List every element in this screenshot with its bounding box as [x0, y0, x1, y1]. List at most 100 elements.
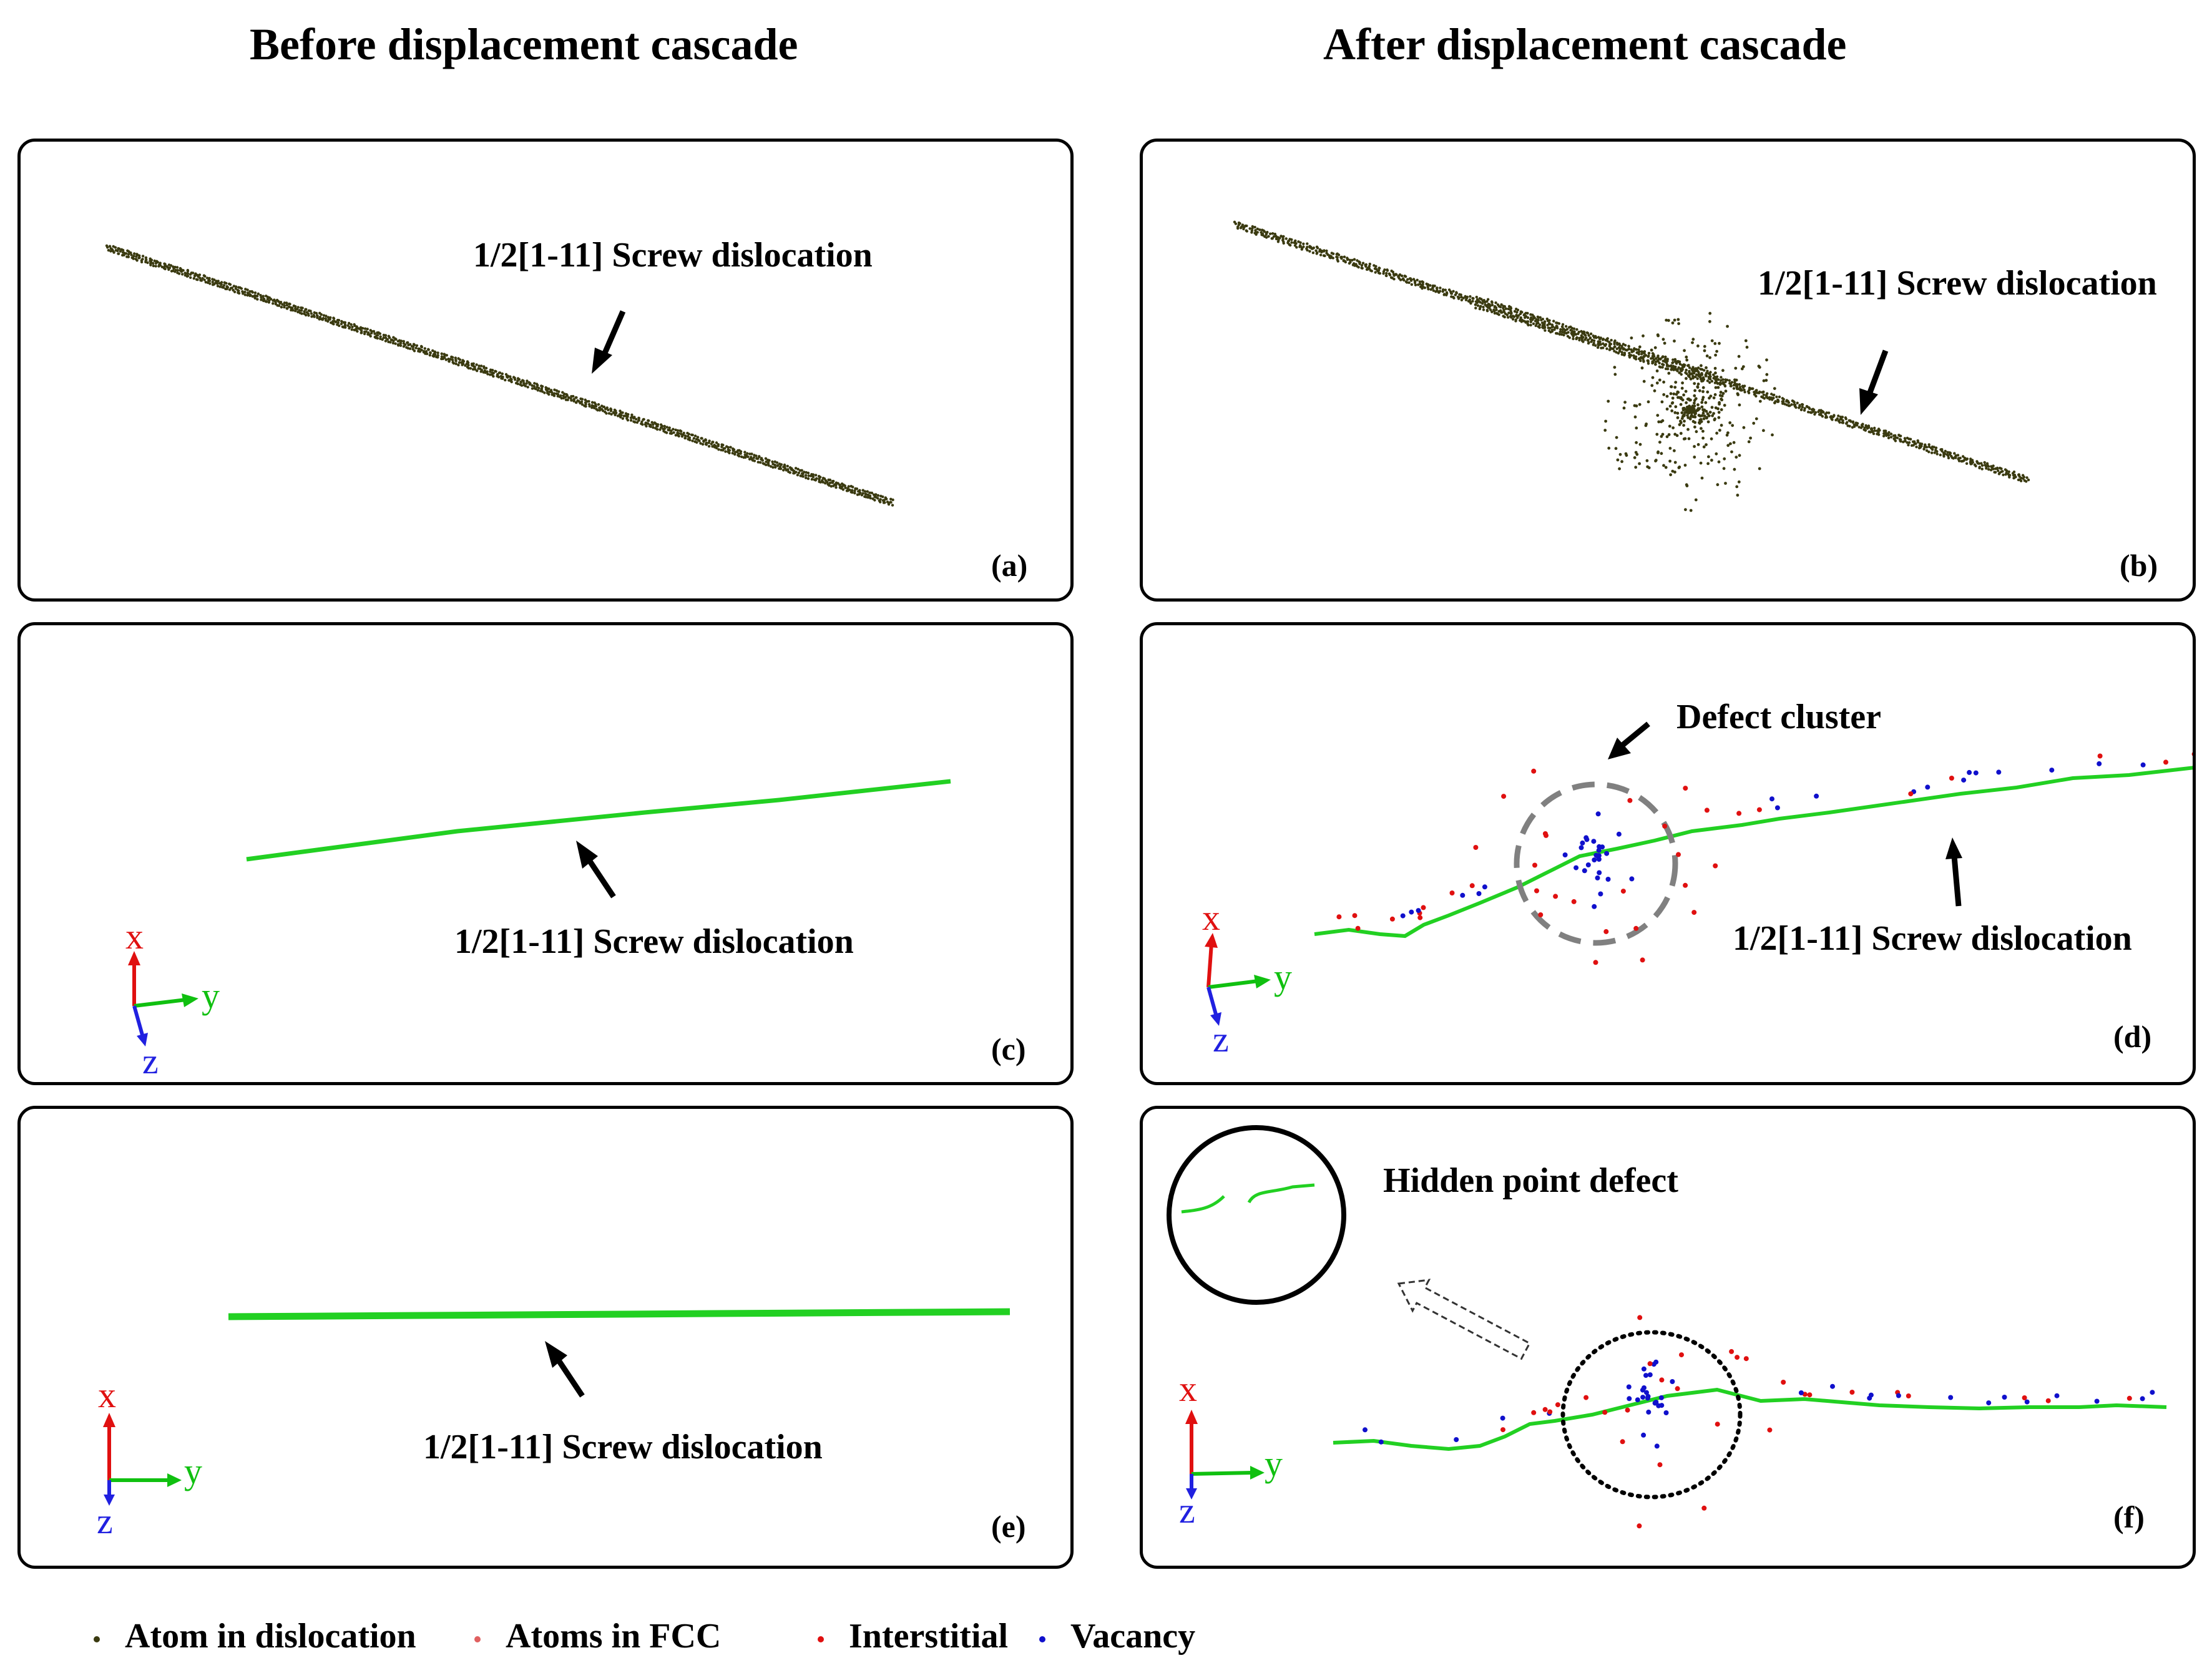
- dislocation-atom: [1831, 415, 1835, 419]
- dislocation-atom: [739, 452, 742, 455]
- dislocation-atom: [1678, 363, 1682, 366]
- cluster-atom: [1729, 442, 1732, 446]
- dislocation-atom: [1469, 301, 1472, 305]
- dislocation-atom: [743, 451, 746, 454]
- dislocation-atom: [843, 484, 846, 487]
- dislocation-atom: [1889, 436, 1893, 439]
- dislocation-atom: [217, 280, 220, 283]
- dislocation-atom: [801, 475, 805, 478]
- dislocation-atom: [1413, 281, 1417, 285]
- dislocation-atom: [647, 422, 650, 426]
- dislocation-atom: [1592, 339, 1596, 343]
- dislocation-atom: [1628, 351, 1631, 355]
- line-defect: [1949, 776, 1954, 781]
- dislocation-atom: [1855, 424, 1859, 427]
- dislocation-atom: [1578, 338, 1581, 342]
- dislocation-atom: [361, 326, 365, 330]
- vacancy-defect: [1646, 1409, 1652, 1415]
- dislocation-atom: [243, 290, 247, 294]
- dislocation-atom: [1992, 467, 1995, 471]
- dislocation-atom: [1300, 248, 1303, 251]
- cluster-atom: [1682, 393, 1685, 397]
- dislocation-atom: [580, 400, 584, 404]
- dislocation-atom: [1664, 357, 1667, 361]
- cluster-atom: [1655, 369, 1659, 373]
- dislocation-atom: [1574, 333, 1578, 336]
- dislocation-atom: [414, 346, 418, 349]
- dislocation-atom: [310, 315, 313, 318]
- dislocation-atom: [237, 289, 240, 293]
- dislocation-atom: [1308, 250, 1311, 253]
- vacancy-defect: [1592, 904, 1597, 909]
- dislocation-atom: [1431, 286, 1434, 290]
- dislocation-atom: [457, 363, 460, 367]
- panel-b: 1/2[1-11] Screw dislocation (b): [1140, 139, 2196, 602]
- dislocation-atom: [529, 382, 532, 385]
- dislocation-atom: [1961, 459, 1964, 463]
- dislocation-atom: [524, 384, 527, 388]
- dislocation-atom: [717, 448, 720, 451]
- dislocation-atom: [309, 310, 312, 313]
- dislocation-atom: [1852, 425, 1856, 428]
- cluster-atom: [1683, 419, 1686, 423]
- panel-f-label: (f): [2113, 1500, 2145, 1534]
- dislocation-atom: [1583, 331, 1586, 334]
- dislocation-atom: [1560, 333, 1564, 336]
- dislocation-atom: [1685, 372, 1688, 376]
- cluster-atom: [1704, 374, 1708, 378]
- dislocation-atom: [149, 263, 152, 266]
- cluster-atom: [1673, 386, 1677, 389]
- dislocation-atom: [1807, 411, 1810, 414]
- dislocation-atom: [1618, 349, 1622, 353]
- interstitial-defect: [1620, 1439, 1625, 1445]
- dislocation-atom: [415, 344, 419, 347]
- interstitial-defect: [1593, 960, 1598, 965]
- dislocation-atom: [240, 287, 243, 290]
- dislocation-atom: [304, 313, 308, 317]
- dislocation-atom: [1925, 449, 1929, 452]
- dislocation-atom: [844, 486, 847, 489]
- vacancy-defect: [1596, 847, 1602, 853]
- dislocation-atom: [780, 463, 783, 466]
- dislocation-atom: [692, 437, 696, 440]
- cluster-atom: [1752, 421, 1756, 425]
- dislocation-atom: [1825, 411, 1828, 414]
- interstitial-defect: [1625, 1407, 1630, 1413]
- cluster-atom: [1721, 369, 1725, 373]
- dislocation-atom: [1594, 344, 1597, 347]
- dislocation-atom: [1395, 273, 1398, 276]
- dislocation-atom: [536, 384, 539, 387]
- dislocation-atom: [132, 257, 135, 260]
- dislocation-atom: [1251, 227, 1254, 230]
- interstitial-defect: [1640, 957, 1645, 963]
- dislocation-atom: [584, 402, 587, 406]
- cluster-atom: [1607, 399, 1610, 403]
- dislocation-atom: [451, 358, 454, 362]
- dislocation-atom: [765, 463, 768, 467]
- dislocation-atom: [665, 431, 668, 434]
- cluster-atom: [1685, 484, 1689, 487]
- interstitial-defect: [1627, 797, 1633, 803]
- dislocation-atom: [434, 353, 437, 356]
- interstitial-defect: [1602, 1410, 1608, 1415]
- dislocation-atom: [1995, 467, 1999, 471]
- dislocation-atom: [761, 459, 765, 462]
- dislocation-atom: [1442, 293, 1446, 296]
- cluster-atom: [1679, 419, 1682, 423]
- dislocation-atom: [792, 469, 796, 472]
- dislocation-atom: [177, 272, 181, 275]
- dislocation-atom: [1867, 426, 1871, 429]
- vacancy-defect: [1644, 1390, 1649, 1395]
- dislocation-atom: [1543, 322, 1546, 326]
- dislocation-atom: [750, 456, 753, 459]
- dislocation-atom: [1520, 311, 1524, 314]
- dislocation-atom: [1647, 362, 1650, 365]
- dislocation-atom: [701, 442, 705, 446]
- cluster-atom: [1715, 431, 1718, 435]
- dislocation-atom: [313, 315, 316, 318]
- dislocation-atom: [215, 280, 218, 283]
- dislocation-atom: [1549, 323, 1552, 326]
- dislocation-atom: [279, 301, 283, 304]
- dislocation-atom: [222, 286, 225, 289]
- dislocation-atom: [1610, 339, 1613, 342]
